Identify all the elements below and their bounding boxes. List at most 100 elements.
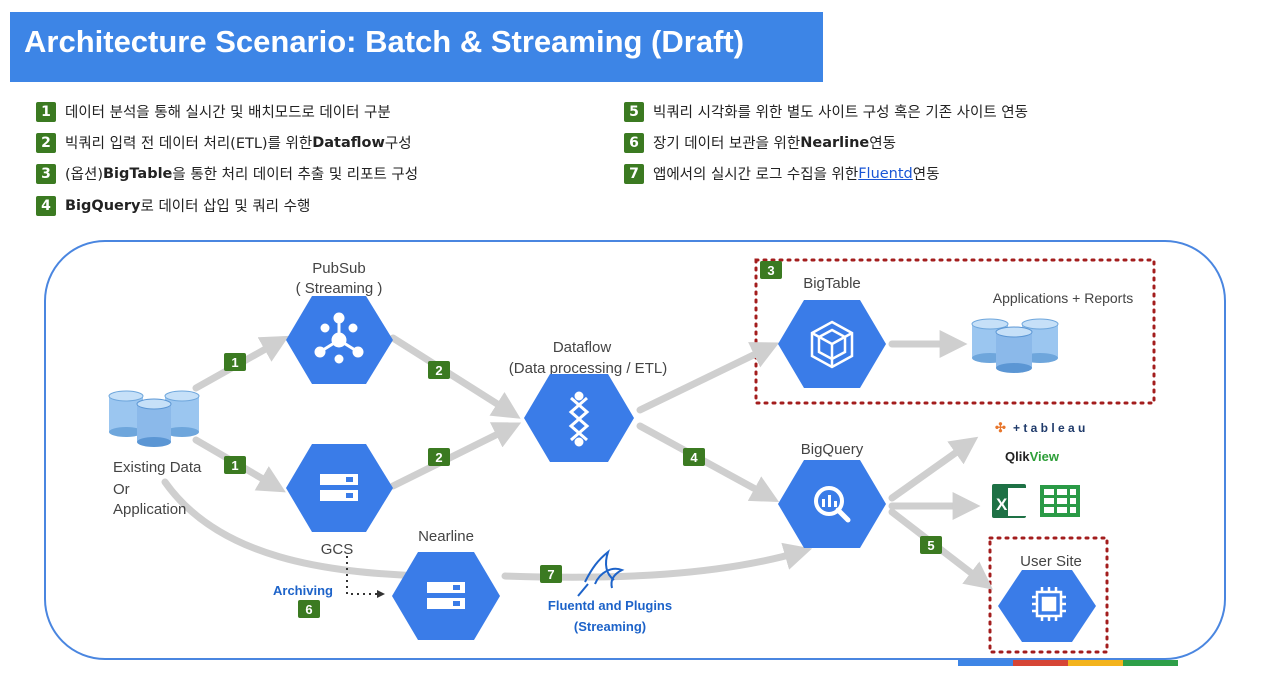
svg-text:X: X [996, 495, 1008, 514]
svg-text:1: 1 [231, 355, 238, 370]
badge-1-gcs: 1 [224, 456, 246, 474]
legend-number: 5 [624, 101, 644, 122]
legend-text: 데이터 분석을 통해 실시간 및 배치모드로 데이터 구분 [65, 105, 391, 121]
legend-text: 구성 [384, 136, 412, 152]
legend-item-2: 2 빅쿼리 입력 전 데이터 처리(ETL)를 위한 Dataflow 구성 [36, 132, 412, 153]
fluentd-bird-icon [577, 549, 625, 597]
database-icon [971, 318, 1059, 373]
legend-bold: Nearline [800, 134, 870, 151]
svg-text:2: 2 [435, 363, 442, 378]
badge-2-gcs: 2 [428, 448, 450, 466]
bigquery-label: BigQuery [801, 441, 864, 458]
fluentd-label: Fluentd and Plugins [548, 598, 672, 613]
legend-number: 7 [624, 163, 644, 184]
arrow-gcs-to-dataflow [389, 422, 522, 490]
legend-text: 로 데이터 삽입 및 쿼리 수행 [140, 199, 311, 215]
title-bar: Architecture Scenario: Batch & Streaming… [10, 12, 823, 82]
bigtable-optional-region [754, 258, 1156, 405]
dataflow-icon [568, 391, 590, 447]
user-site-node[interactable] [998, 570, 1096, 642]
user-site-label: User Site [1020, 553, 1082, 570]
svg-text:1: 1 [231, 458, 238, 473]
tableau-logo: ✣ + t a b l e a u [995, 420, 1085, 435]
badge-3-bigtable: 3 [760, 261, 782, 279]
bigtable-icon [810, 320, 854, 369]
legend-number: 2 [36, 132, 56, 153]
legend-text: 을 통한 처리 데이터 추출 및 리포트 구성 [172, 167, 419, 183]
existing-data-label: Existing Data [113, 459, 202, 476]
legend-bold: BigQuery [65, 197, 141, 214]
svg-text:7: 7 [547, 567, 554, 582]
badge-6-archiving: 6 [298, 600, 320, 618]
bigquery-node[interactable] [778, 460, 886, 548]
fluentd-sublabel: (Streaming) [574, 619, 646, 634]
archiving-arrow [346, 556, 385, 598]
arrow-pubsub-to-dataflow [389, 334, 521, 419]
gcs-node[interactable] [286, 444, 393, 532]
legend-text: 장기 데이터 보관을 위한 [653, 136, 801, 152]
bigtable-label: BigTable [803, 275, 861, 292]
badge-4-bigquery: 4 [683, 448, 705, 466]
diagram-frame [44, 240, 1226, 660]
sheets-icon [1040, 485, 1080, 517]
svg-text:3: 3 [767, 263, 774, 278]
legend-item-6: 6 장기 데이터 보관을 위한 Nearline 연동 [624, 132, 896, 153]
pubsub-label: PubSub [312, 260, 365, 277]
storage-icon [320, 474, 358, 501]
badge-7-fluentd: 7 [540, 565, 562, 583]
dataflow-node[interactable] [524, 374, 634, 462]
legend-text: 연동 [869, 136, 896, 152]
legend-item-1: 1 데이터 분석을 통해 실시간 및 배치모드로 데이터 구분 [36, 101, 391, 122]
bigtable-node[interactable] [778, 300, 886, 388]
gcs-label: GCS [321, 541, 354, 558]
apps-label: Applications + Reports [993, 290, 1133, 306]
svg-text:✣: ✣ [995, 420, 1006, 435]
chip-icon [1032, 587, 1066, 621]
bottom-bar-red [1013, 660, 1068, 666]
legend-text: 연동 [912, 167, 940, 183]
storage-icon [427, 582, 465, 609]
existing-data-label: Or [113, 481, 130, 498]
legend-number: 1 [36, 101, 56, 122]
pubsub-icon [314, 312, 364, 364]
legend-bold: Dataflow [312, 134, 385, 151]
svg-text:6: 6 [305, 602, 312, 617]
pubsub-node[interactable] [286, 296, 393, 384]
existing-data-label: Application [113, 501, 186, 518]
legend-number: 4 [36, 195, 56, 216]
svg-text:5: 5 [927, 538, 934, 553]
pubsub-sublabel: ( Streaming ) [296, 280, 383, 297]
svg-text:4: 4 [690, 450, 698, 465]
legend-item-5: 5 빅쿼리 시각화를 위한 별도 사이트 구성 혹은 기존 사이트 연동 [624, 101, 1028, 122]
user-site-region [988, 536, 1109, 654]
qlikview-logo: QlikView [1005, 449, 1060, 464]
arrow-dataflow-to-bigtable [636, 342, 780, 414]
bottom-bar-blue [958, 660, 1013, 666]
fluentd-link[interactable]: Fluentd [858, 165, 913, 182]
badge-2-pubsub: 2 [428, 361, 450, 379]
dataflow-sublabel: (Data processing / ETL) [509, 360, 667, 377]
badge-5-usersite: 5 [920, 536, 942, 554]
excel-icon: X [992, 484, 1028, 518]
badge-1-pubsub: 1 [224, 353, 246, 371]
legend-text: (옵션) [65, 167, 103, 183]
page-title: Architecture Scenario: Batch & Streaming… [24, 24, 745, 59]
legend-number: 6 [624, 132, 644, 153]
legend-number: 3 [36, 163, 56, 184]
nearline-node[interactable] [392, 552, 500, 640]
arrow-bigquery-to-tableau [888, 436, 979, 502]
legend-text: 빅쿼리 시각화를 위한 별도 사이트 구성 혹은 기존 사이트 연동 [653, 105, 1028, 121]
bottom-bar-green [1123, 660, 1178, 666]
archiving-label: Archiving [273, 583, 333, 598]
existing-data-icon [108, 390, 200, 447]
arrow-existing-to-fluentd [161, 478, 424, 580]
legend-text: 빅쿼리 입력 전 데이터 처리(ETL)를 위한 [65, 136, 313, 152]
nearline-label: Nearline [418, 528, 474, 545]
svg-text:QlikView: QlikView [1005, 449, 1060, 464]
bottom-bar-yellow [1068, 660, 1123, 666]
legend-bold: BigTable [103, 165, 173, 182]
svg-text:2: 2 [435, 450, 442, 465]
